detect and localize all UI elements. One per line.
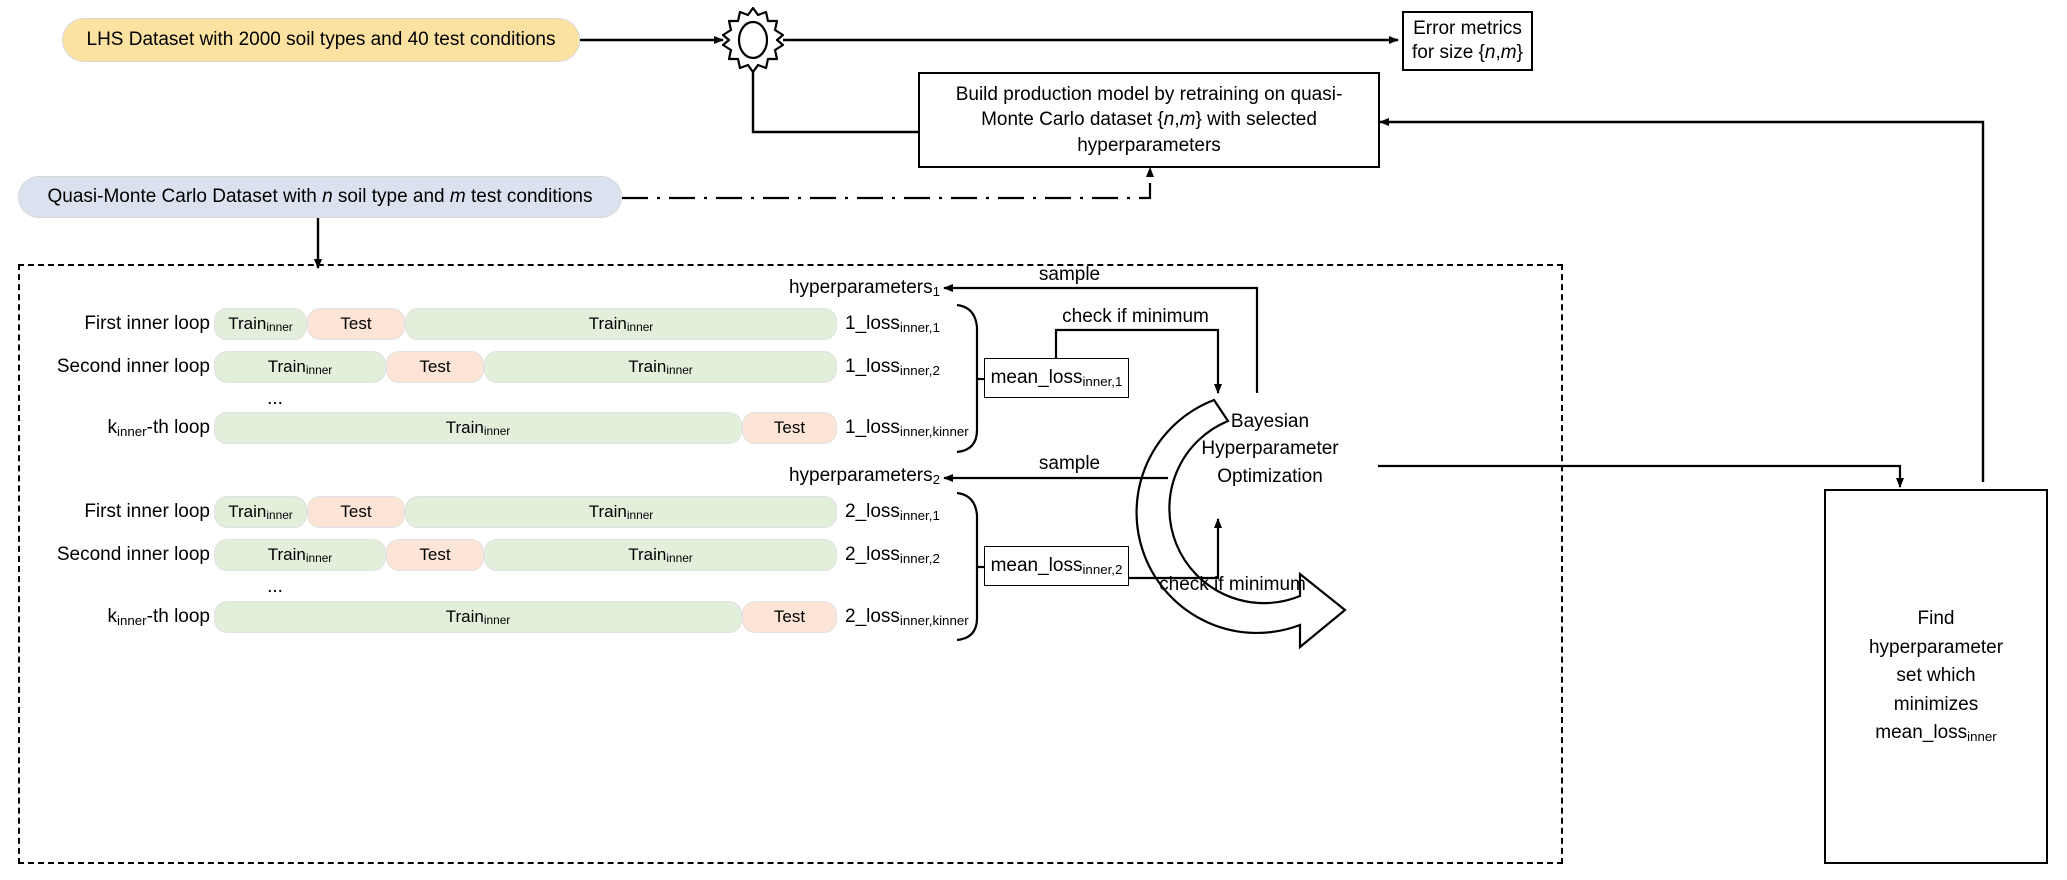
bar-test: Test [742,412,837,444]
bayesian-line-1: Bayesian [1230,410,1310,432]
row-label-first-inner-loop-2: First inner loop [84,501,210,522]
bar-train: Traininner [214,308,307,340]
mean-loss-box-1: mean_lossinner,1 [984,358,1129,398]
bayesian-optimization-label: Bayesian Hyperparameter Optimization [1185,404,1355,494]
loss-label: 1_lossinner,2 [845,356,940,378]
row-label-kinner-th-loop-1: kinner-th loop [107,417,210,439]
find-hp-line-1: Find [1917,608,1955,630]
ellipsis: ... [267,576,283,597]
bar-test: Test [386,539,484,571]
hyperparameters-2-label: hyperparameters2 [788,465,940,487]
bar-test: Test [307,496,405,528]
bar-train: Traininner [214,601,742,633]
sample-label-1: sample [1038,264,1101,285]
bar-train: Traininner [214,412,742,444]
bar-test: Test [307,308,405,340]
bar-train: Traininner [214,539,386,571]
bar-train: Traininner [214,496,307,528]
build-model-line-2: Monte Carlo dataset {n,m} with selected [981,109,1317,131]
inner-loop-region [18,264,1563,864]
find-hp-line-2: hyperparameter [1868,636,2004,658]
build-model-line-3: hyperparameters [1077,134,1221,156]
bar-train: Traininner [484,351,837,383]
loss-label: 1_lossinner,kinner [845,417,969,439]
bar-test: Test [742,601,837,633]
bar-train: Traininner [405,308,837,340]
build-production-model-box: Build production model by retraining on … [918,72,1380,168]
hyperparameters-1-label: hyperparameters1 [788,277,940,299]
error-metrics-line-2: for size {n,m} [1412,42,1523,63]
check-if-minimum-label-2: check if minimum [1159,574,1306,595]
error-metrics-box: Error metrics for size {n,m} [1402,11,1533,71]
row-label-second-inner-loop-2: Second inner loop [56,544,210,565]
gear-icon [718,5,788,75]
qmc-dataset-label: Quasi-Monte Carlo Dataset with n soil ty… [47,186,593,207]
build-model-line-1: Build production model by retraining on … [955,83,1343,105]
mean-loss-box-2: mean_lossinner,2 [984,546,1129,586]
row-label-kinner-th-loop-2: kinner-th loop [107,606,210,628]
sample-label-2: sample [1038,453,1101,474]
lhs-dataset-label: LHS Dataset with 2000 soil types and 40 … [86,29,556,50]
loss-label: 2_lossinner,kinner [845,606,969,628]
find-hp-line-4: minimizes [1893,693,1979,715]
bar-train: Traininner [214,351,386,383]
loss-label: 2_lossinner,2 [845,544,940,566]
ellipsis: ... [267,388,283,409]
bayesian-line-2: Hyperparameter [1201,438,1339,460]
bar-train: Traininner [484,539,837,571]
lhs-dataset-box: LHS Dataset with 2000 soil types and 40 … [62,18,580,62]
bayesian-line-3: Optimization [1217,465,1323,487]
check-if-minimum-label-1: check if minimum [1062,306,1209,327]
loss-label: 2_lossinner,1 [845,501,940,523]
qmc-dataset-box: Quasi-Monte Carlo Dataset with n soil ty… [18,176,622,218]
bar-test: Test [386,351,484,383]
find-hyperparameter-box: Find hyperparameter set which minimizes … [1824,489,2048,864]
error-metrics-line-1: Error metrics [1413,18,1522,40]
find-hp-line-3: set which [1896,665,1976,687]
row-label-first-inner-loop-1: First inner loop [84,313,210,334]
find-hp-line-5: mean_lossinner [1875,722,1997,744]
loss-label: 1_lossinner,1 [845,313,940,335]
row-label-second-inner-loop-1: Second inner loop [56,356,210,377]
bar-train: Traininner [405,496,837,528]
